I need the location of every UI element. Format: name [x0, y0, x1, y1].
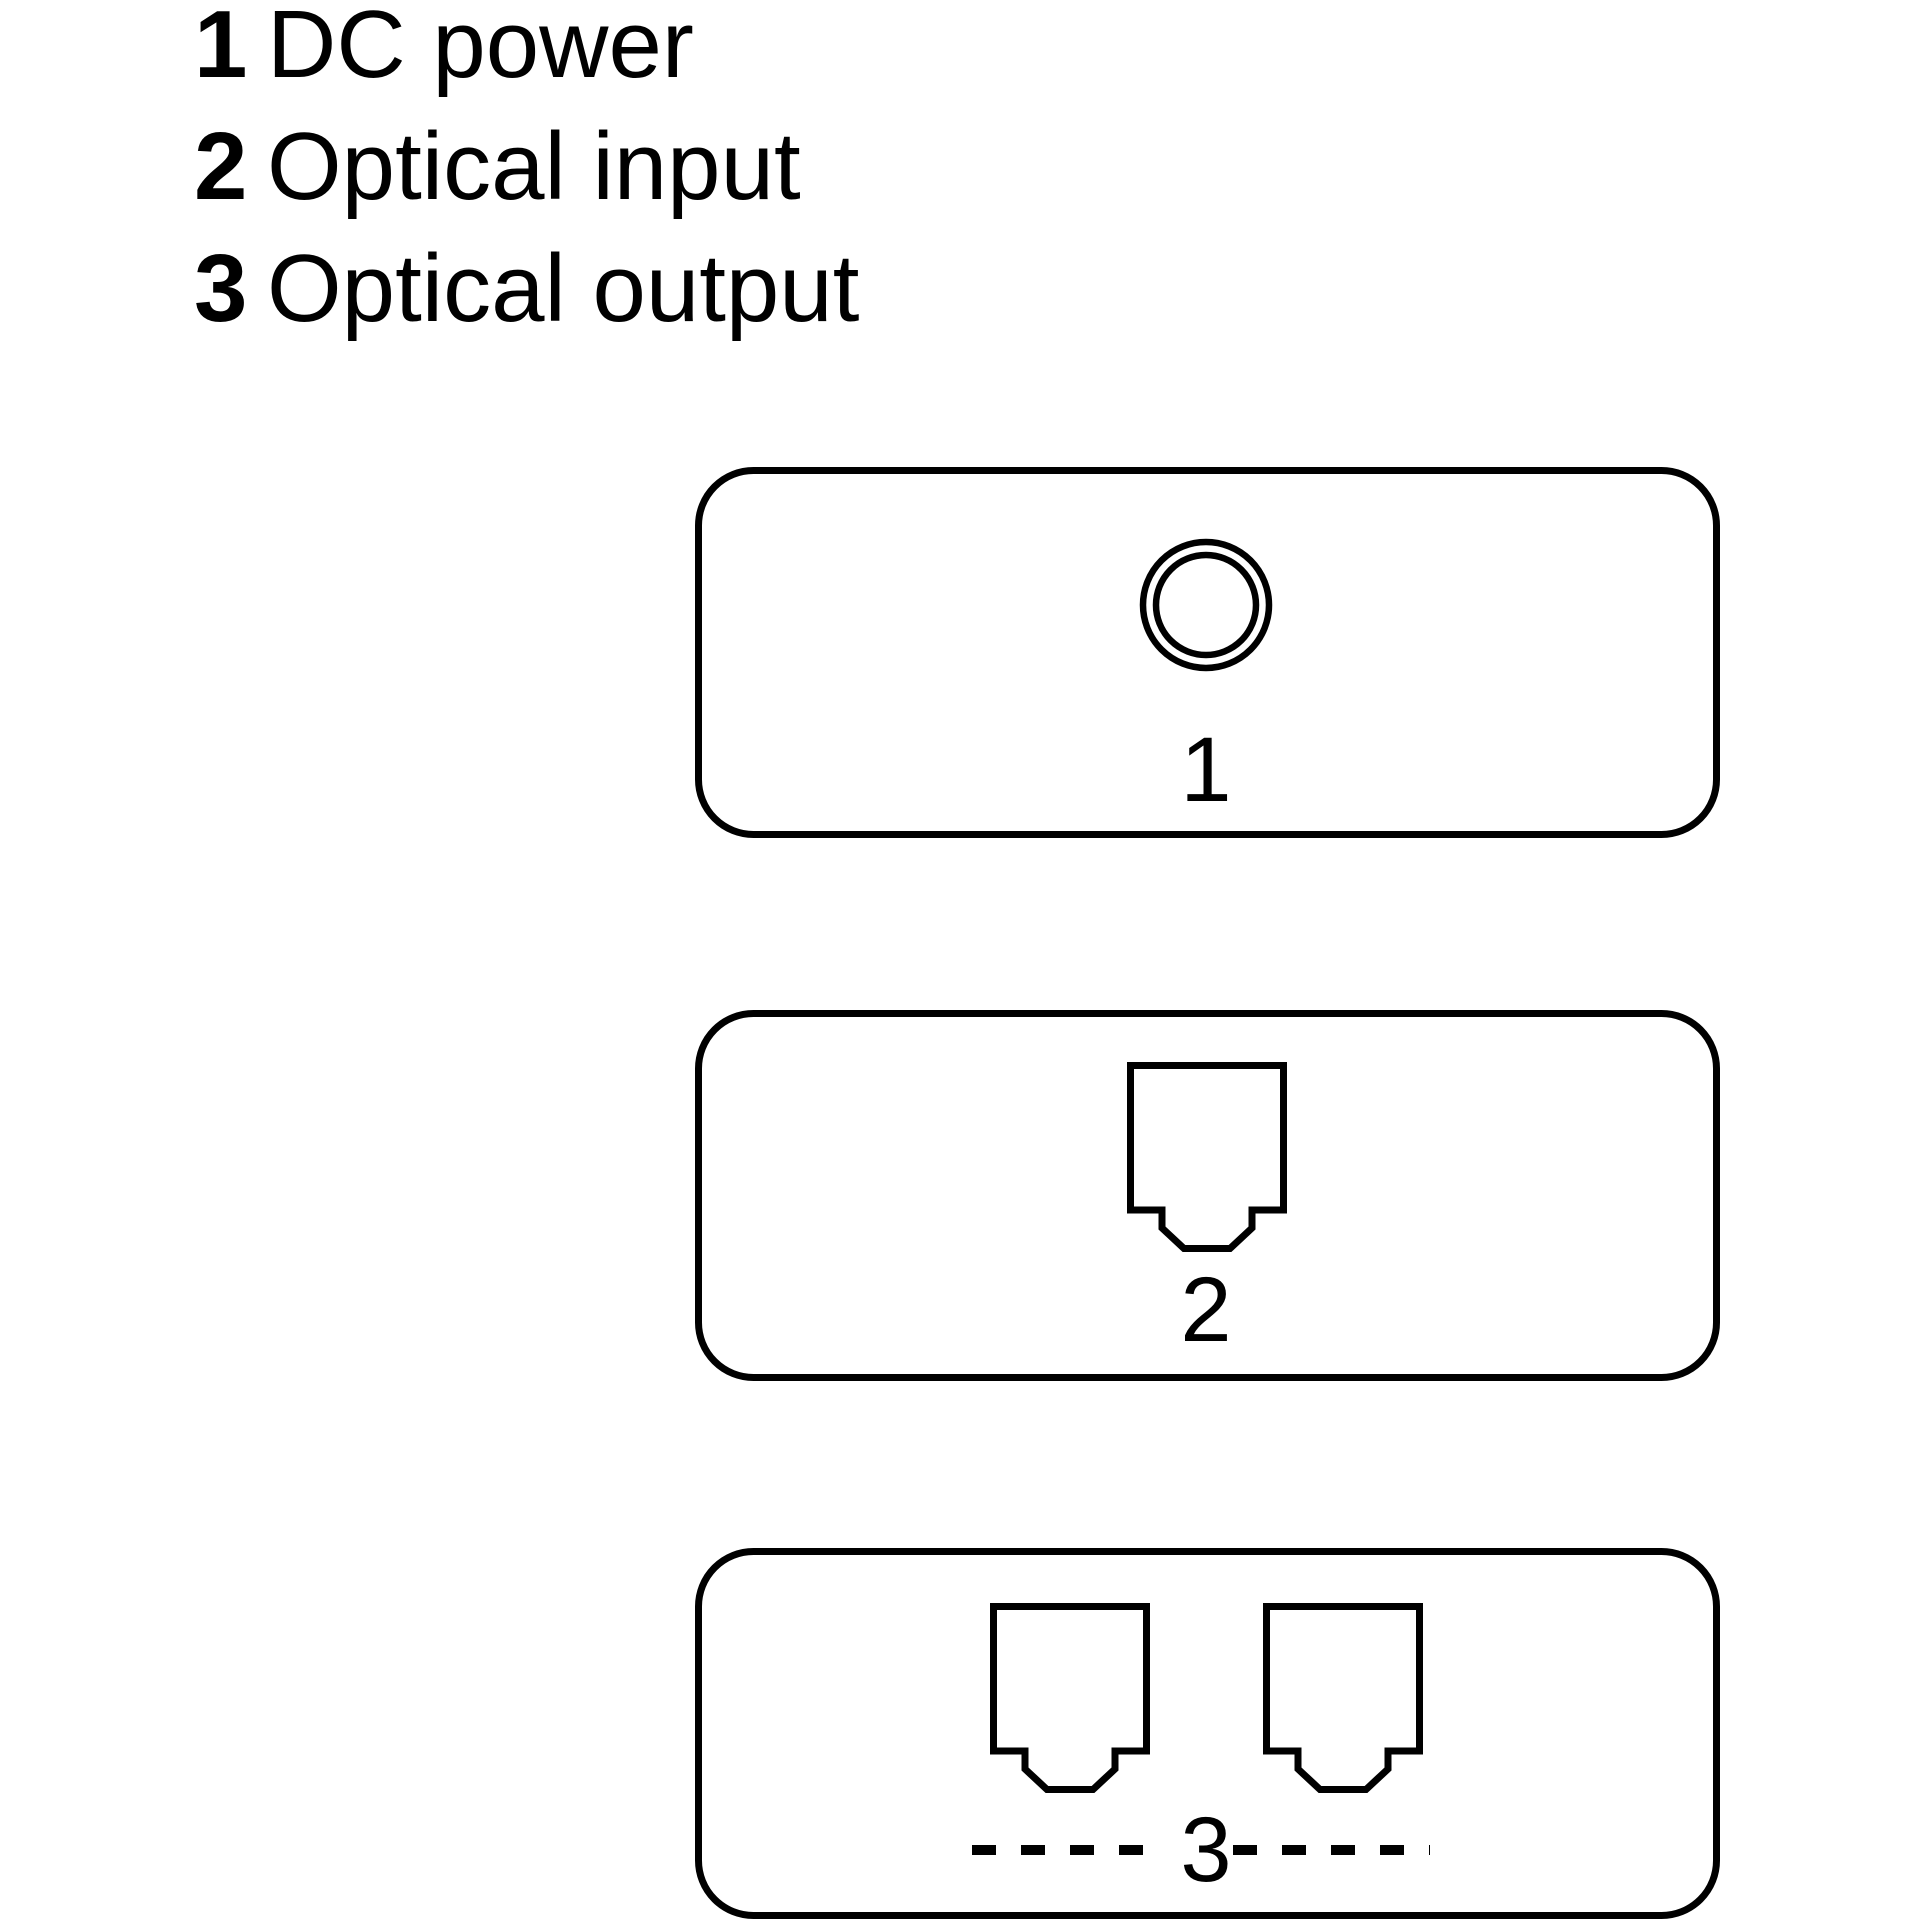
optical-output-port-left-icon: [990, 1603, 1150, 1793]
panel-3-port-number: 3: [1180, 1799, 1232, 1901]
dc-power-port-icon: [1139, 538, 1273, 672]
panel-1-outline: [695, 467, 1720, 838]
panel-1-port-number: 1: [1180, 719, 1232, 821]
optical-output-port-right-icon: [1263, 1603, 1423, 1793]
legend-number: 3: [194, 235, 248, 342]
legend-label: Optical input: [267, 113, 801, 220]
panel-3-outline: [695, 1548, 1720, 1919]
legend-number: 1: [194, 0, 248, 98]
optical-input-port-icon: [1127, 1062, 1287, 1252]
legend-label: Optical output: [267, 235, 860, 342]
panel-2-port-number: 2: [1180, 1259, 1232, 1361]
panel-2-outline: [695, 1010, 1720, 1381]
legend-number: 2: [194, 113, 248, 220]
legend-label: DC power: [267, 0, 694, 98]
